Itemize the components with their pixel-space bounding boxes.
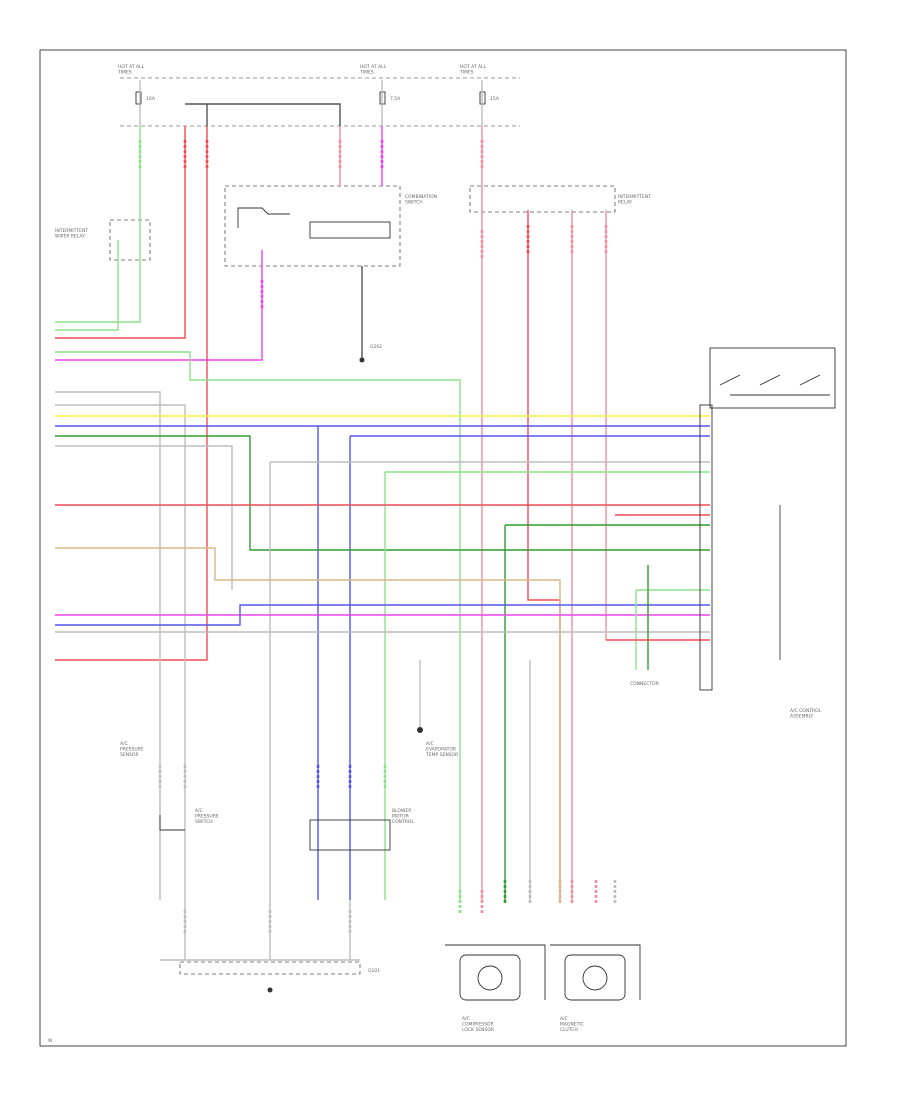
sensor-dot (417, 727, 423, 733)
fuse-label-left: 10A (146, 96, 156, 102)
fuse-icons (135, 91, 486, 105)
fuse-label-right: 15A (490, 96, 500, 102)
wire-red-left (55, 126, 186, 339)
blower-control-box (309, 819, 391, 851)
bottom-left-unit (445, 944, 546, 1001)
switch-contact-block (309, 221, 391, 239)
wire-red-relay-2 (527, 210, 561, 900)
ground-bus-box (179, 961, 361, 975)
wire-green-left-b (55, 240, 119, 331)
wire-tan-bus (55, 547, 561, 900)
page-marker: W (48, 1038, 53, 1044)
ground-bus (160, 900, 360, 961)
wire-gray-bus-2 (55, 404, 186, 900)
ecu-top-switches (719, 374, 830, 396)
combination-switch-box (224, 185, 401, 267)
wire-gray-bus-1 (55, 391, 161, 900)
fuse-label-center: 7.5A (390, 96, 401, 102)
wire-top-bridge (185, 103, 341, 126)
wire-blue-bus-3 (55, 604, 710, 626)
ecu-connector-block (699, 404, 713, 691)
ground-mid-label: G202 (370, 344, 382, 350)
diagram-frame (39, 49, 847, 1047)
right-relay-box (469, 185, 616, 213)
ground-dot-bottom (267, 987, 273, 993)
wire-green-mid (55, 351, 461, 900)
bottom-right-unit (550, 944, 641, 1001)
switch-lever (237, 207, 290, 228)
wire-green-left-a (55, 126, 141, 323)
left-relay-box (109, 219, 151, 261)
wire-gray-bus-3 (55, 445, 233, 590)
ecu-connector-label: CONNECTOR (630, 681, 659, 687)
wire-red-left-long (55, 126, 208, 661)
ground-bottom-label: G101 (368, 968, 380, 974)
ground-dot-mid (359, 357, 365, 363)
wire-dgreen-bus (55, 435, 710, 551)
wire-magenta-switch (55, 250, 263, 361)
pressure-switch (159, 815, 185, 831)
ecu-top-block (709, 347, 836, 409)
connector-marks (138, 140, 617, 935)
